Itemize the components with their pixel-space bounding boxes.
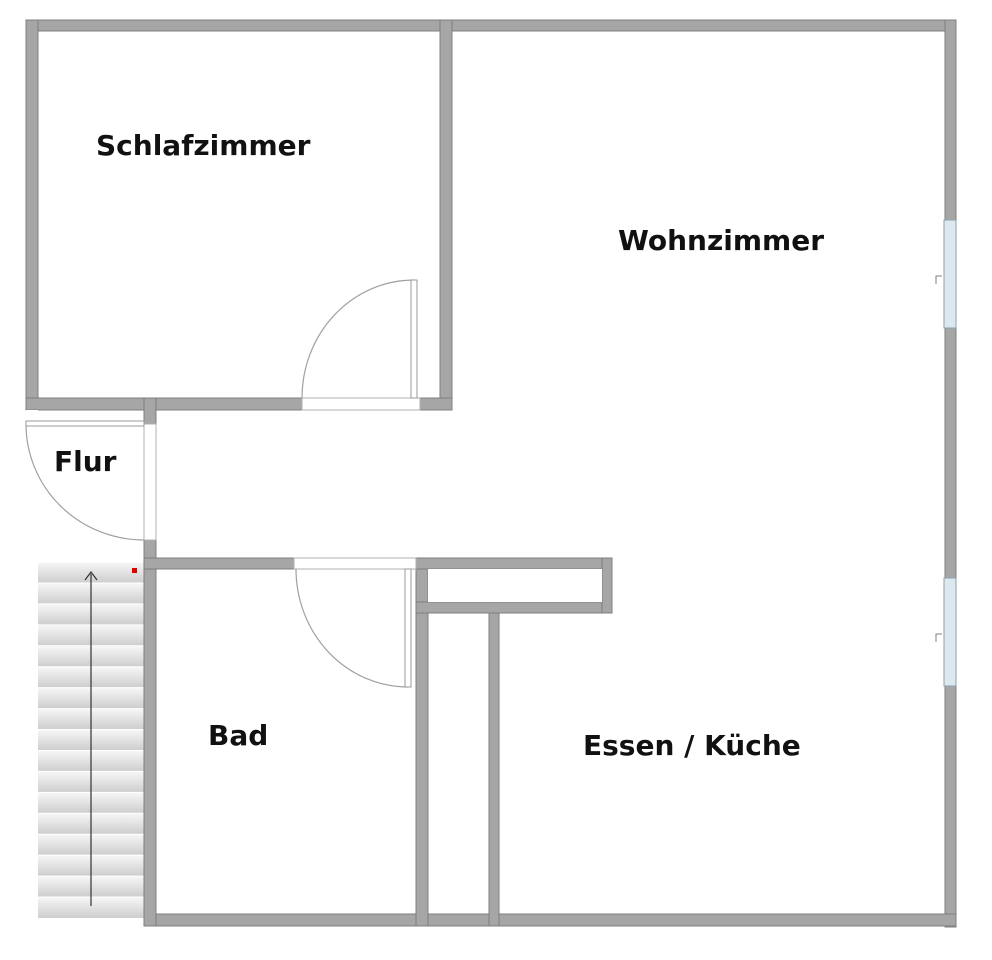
stairs-arrow-head — [84, 571, 98, 581]
counter-top — [415, 557, 613, 570]
window-pane — [943, 219, 957, 329]
window-pane — [943, 577, 957, 687]
label-wohnzimmer: Wohnzimmer — [618, 224, 824, 257]
counter-end — [601, 557, 613, 614]
stairs-marker — [132, 568, 137, 573]
entrance-door-swing — [25, 423, 145, 541]
wall-flur-upper — [143, 397, 157, 425]
staircase — [38, 561, 144, 918]
entrance-opening — [26, 410, 38, 562]
bad-door-swing — [295, 568, 409, 688]
label-flur: Flur — [54, 445, 117, 478]
label-bad: Bad — [208, 719, 268, 752]
window-handle-icon — [935, 275, 942, 284]
label-schlafzimmer: Schlafzimmer — [96, 129, 311, 162]
entrance-door-leaf — [25, 420, 145, 427]
counter-inner — [428, 569, 602, 602]
wall-shaft — [488, 607, 500, 927]
bedroom-door-opening — [301, 397, 421, 411]
bad-door-opening — [293, 557, 417, 570]
bedroom-door — [301, 279, 418, 399]
bad-door-leaf — [404, 568, 412, 688]
bedroom-door-leaf — [410, 279, 418, 399]
wall-bottom — [143, 913, 957, 927]
wall-bad-left — [143, 557, 157, 927]
bedroom-door-swing — [301, 279, 415, 399]
entrance-door — [25, 420, 145, 541]
wall-top — [25, 19, 957, 32]
wall-right — [944, 19, 957, 928]
stair-step — [38, 897, 144, 918]
window-wohnzimmer — [935, 219, 957, 329]
bad-door — [295, 568, 412, 688]
counter-bottom — [415, 601, 613, 614]
window-handle-icon — [935, 633, 942, 642]
label-essen-kueche: Essen / Küche — [583, 729, 801, 762]
wall-bedroom-right — [439, 19, 453, 411]
wall-left-bedroom — [25, 19, 39, 411]
flur-opening — [143, 423, 157, 541]
window-kueche — [935, 577, 957, 687]
